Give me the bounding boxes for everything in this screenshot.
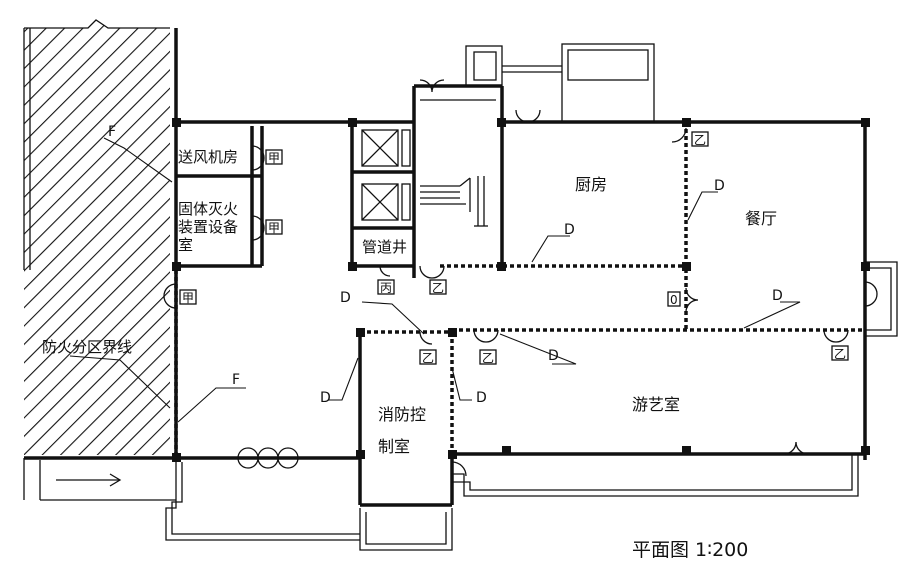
- door-tag-boundary: 甲: [182, 291, 194, 305]
- adjacent-fire-zone-hatch: [23, 19, 170, 455]
- drawing-caption: 平面图 1∶200: [632, 539, 748, 561]
- label-wall-f-top: F: [108, 124, 116, 140]
- door-tag-dining-kitchen: 乙: [694, 133, 706, 147]
- label-wall-d-7: D: [772, 288, 783, 304]
- label-fire-ext-1: 固体灭火: [178, 200, 238, 218]
- label-wall-d-3: D: [476, 390, 487, 406]
- label-fire-ext-3: 室: [178, 236, 193, 254]
- door-tag-control-room: 乙: [422, 351, 434, 365]
- fire-walls: [174, 122, 865, 455]
- label-wall-d-2: D: [320, 390, 331, 406]
- label-fire-zone-boundary: 防火分区界线: [42, 338, 132, 356]
- columns: [172, 118, 870, 462]
- exterior-attachments: [23, 43, 898, 551]
- door-tag-game-room-2: 乙: [834, 347, 846, 361]
- label-wall-d-5: D: [548, 348, 559, 364]
- wall-type-labels: 防火分区界线 F F D D D D D D D: [42, 124, 783, 406]
- label-wall-d-1: D: [340, 290, 351, 306]
- label-control-1: 消防控: [378, 405, 426, 424]
- stairwell: [420, 99, 496, 227]
- door-tag-dining-corridor: 0: [670, 293, 678, 307]
- leader-lines: [69, 137, 801, 423]
- door-tag-stair: 乙: [432, 281, 444, 295]
- label-wall-f-bottom: F: [232, 372, 240, 388]
- door-tag-fan-room: 甲: [268, 151, 280, 165]
- label-dining: 餐厅: [745, 209, 777, 228]
- label-wall-d-6: D: [714, 178, 725, 194]
- label-control-2: 制室: [378, 437, 410, 456]
- interior-walls: [176, 84, 504, 278]
- doors: [163, 79, 878, 477]
- door-tag-fire-ext: 甲: [268, 221, 280, 235]
- label-kitchen: 厨房: [575, 175, 607, 194]
- label-game-room: 游艺室: [632, 395, 680, 414]
- door-rating-tags: 甲 甲 甲 丙 乙 乙 0 乙 乙 乙: [179, 131, 849, 365]
- door-tag-game-room-1: 乙: [482, 351, 494, 365]
- label-fire-ext-2: 装置设备: [178, 218, 238, 236]
- label-fan-room: 送风机房: [178, 148, 238, 166]
- label-pipe-shaft: 管道井: [362, 238, 407, 256]
- label-wall-d-4: D: [564, 222, 575, 238]
- room-labels: 送风机房 固体灭火 装置设备 室 管道井 厨房 餐厅 消防控 制室 游艺室: [178, 148, 777, 456]
- door-tag-pipe-shaft: 丙: [380, 281, 392, 295]
- elevator-shafts: [361, 129, 411, 221]
